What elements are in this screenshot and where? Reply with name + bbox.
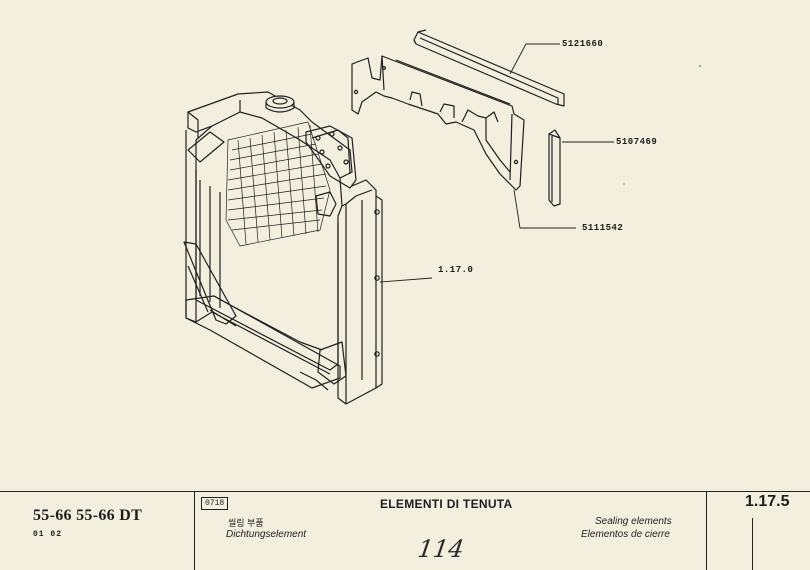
- title-block-rule: [0, 491, 810, 492]
- leader-lines: [379, 43, 614, 283]
- radiator-assembly: [183, 91, 383, 405]
- title-german: Dichtungselement: [226, 529, 307, 540]
- section-number: 1.17.5: [745, 493, 790, 510]
- seal-panel-part: [351, 55, 525, 191]
- title-block-divider-right: [706, 491, 707, 570]
- title-english: Sealing elements: [595, 516, 672, 527]
- handwritten-page-number: 114: [416, 535, 466, 563]
- title-spanish: Elementos de cierre: [581, 529, 670, 540]
- bolt-holes: [315, 131, 349, 169]
- callout-part-5121660: 5121660: [562, 39, 604, 49]
- leader-5111542: [513, 189, 576, 229]
- callout-part-5107469: 5107469: [616, 137, 658, 147]
- callout-ref-1170: 1.17.0: [438, 265, 474, 275]
- model-names: 55-66 55-66 DT: [33, 507, 143, 524]
- mesh-grille: [225, 121, 331, 247]
- title-korean: 씰링 부품: [228, 518, 264, 528]
- catalog-code: 0718: [201, 497, 229, 510]
- callout-part-5111542: 5111542: [582, 223, 624, 233]
- seal-small-part: [548, 129, 561, 207]
- exploded-parts-drawing: [183, 29, 701, 405]
- leader-1170: [379, 277, 433, 283]
- seal-strip-part: [413, 29, 565, 107]
- title-italian: ELEMENTI DI TENUTA: [380, 497, 513, 511]
- title-block-divider-corner: [752, 518, 753, 570]
- title-block-divider-left: [194, 491, 195, 570]
- edition-code: 01 02: [33, 530, 63, 539]
- leader-5121660: [509, 43, 560, 75]
